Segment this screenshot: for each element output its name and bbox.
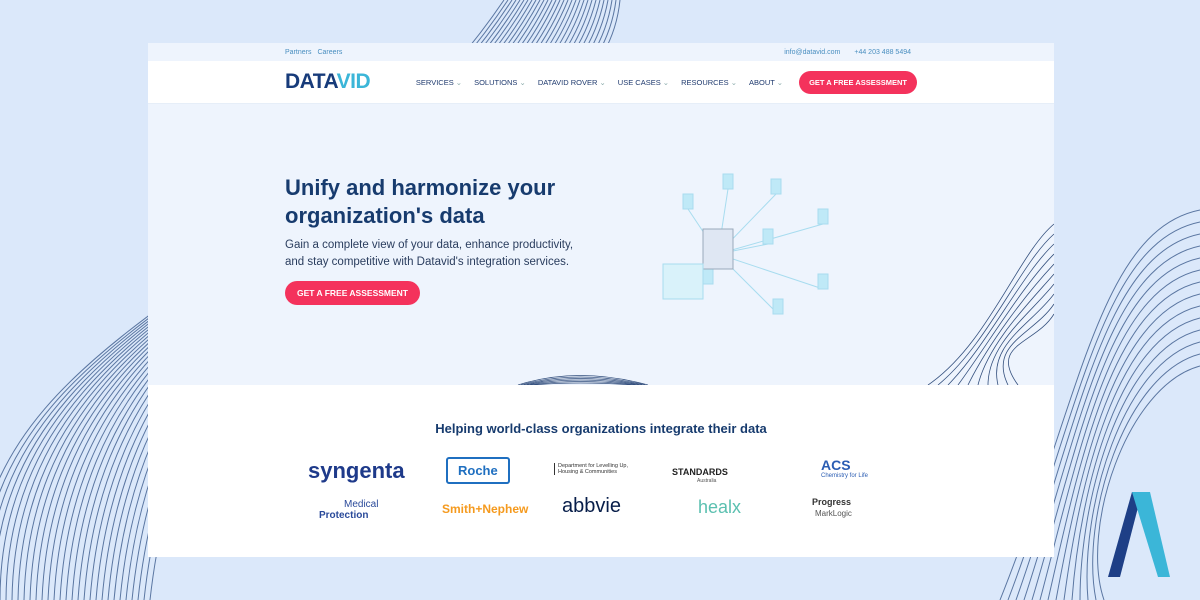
hero-title: Unify and harmonize your organization's …: [285, 175, 556, 228]
nav-use-cases[interactable]: USE CASES: [618, 78, 669, 87]
standards-australia-text: Australia: [697, 478, 717, 484]
progress-logo: Progress: [812, 497, 852, 507]
marklogic-logo: MarkLogic: [815, 509, 852, 518]
smith-nephew-logo: Smith+Nephew: [442, 502, 529, 516]
nav-solutions[interactable]: SOLUTIONS: [474, 78, 526, 87]
hero-subtitle: Gain a complete view of your data, enhan…: [285, 239, 574, 268]
clients-title: Helping world-class organizations integr…: [435, 421, 767, 436]
nav-cta-button[interactable]: GET A FREE ASSESSMENT: [799, 70, 917, 94]
medical-protection-logo: Medical: [344, 499, 379, 510]
nav-resources[interactable]: RESOURCES: [681, 78, 737, 87]
standards-logo: STANDARDS: [672, 467, 728, 477]
healx-logo: healx: [698, 497, 742, 517]
nav-services[interactable]: SERVICES: [416, 78, 462, 87]
main-nav: DATAVID SERVICES SOLUTIONS DATAVID ROVER…: [148, 61, 1054, 104]
partners-link[interactable]: Partners: [285, 48, 312, 56]
logo-text: DATA: [285, 70, 337, 93]
nav-about[interactable]: ABOUT: [749, 78, 783, 87]
hero: Unify and harmonize your organization's …: [148, 104, 1054, 385]
clients-section: Helping world-class organizations integr…: [148, 385, 1054, 557]
data-integration-illustration: [662, 173, 829, 315]
top-bar: Partners Careers info@datavid.com +44 203…: [148, 43, 1054, 61]
syngenta-logo: syngenta: [308, 458, 405, 483]
website: Partners Careers info@datavid.com +44 203…: [148, 43, 1054, 557]
acs-logo: ACS: [821, 457, 851, 473]
datavid-logo[interactable]: DATAVID: [285, 70, 371, 94]
logo-text-accent: VID: [336, 70, 371, 93]
acs-tagline: Chemistry for Life: [821, 473, 869, 479]
abbvie-logo: abbvie: [562, 495, 621, 517]
careers-link[interactable]: Careers: [317, 48, 343, 56]
hero-cta-button[interactable]: GET A FREE ASSESSMENT: [285, 281, 420, 305]
hero-waves: [517, 173, 1054, 385]
roche-logo: Roche: [446, 457, 510, 484]
medical-protection-logo-2: Protection: [319, 510, 369, 521]
corner-logo-icon: [1108, 492, 1170, 577]
nav-datavid-rover[interactable]: DATAVID ROVER: [538, 78, 606, 87]
dluhc-logo: Department for Levelling Up, Housing & C…: [554, 463, 644, 475]
phone-link[interactable]: +44 203 488 5494: [854, 48, 911, 56]
email-link[interactable]: info@datavid.com: [784, 48, 841, 56]
